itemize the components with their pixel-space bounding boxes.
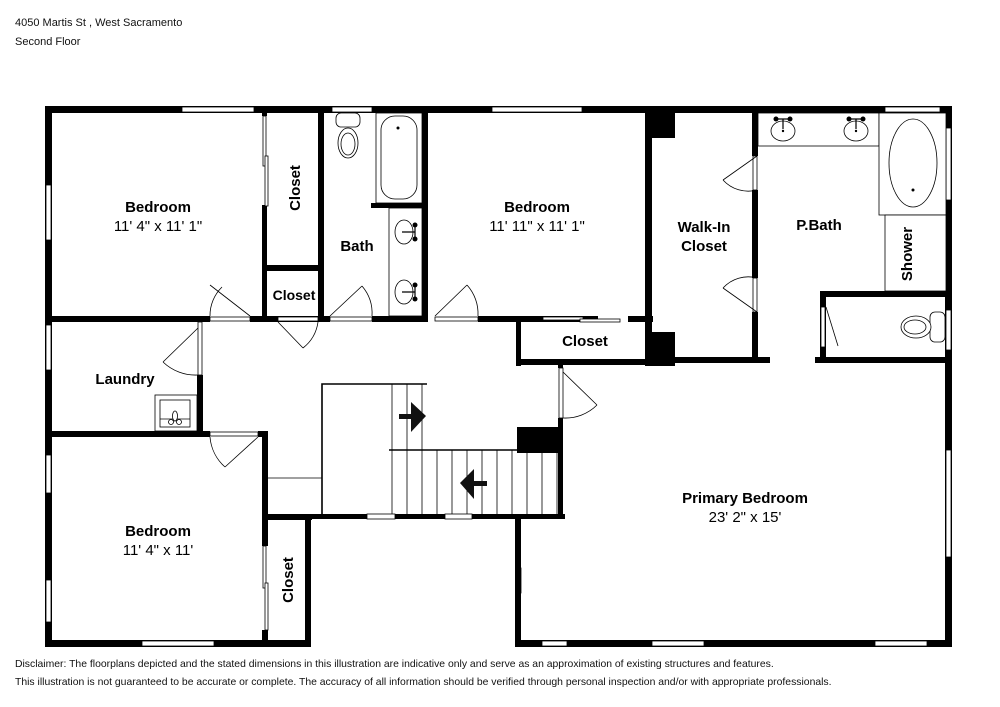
room-label-walk-in-closet: Closet <box>681 238 727 255</box>
header: 4050 Martis St , West Sacramento Second … <box>15 14 182 52</box>
room-label-bedroom-sw: Bedroom <box>125 523 191 540</box>
arrow-right-icon <box>399 402 426 432</box>
room-label-walk-in: Walk-In <box>678 219 731 236</box>
interior-walls <box>45 106 952 647</box>
disclaimer-line-2: This illustration is not guaranteed to b… <box>15 677 832 688</box>
room-label-closet-sw: Closet <box>280 557 297 603</box>
laundry-sink <box>154 394 198 432</box>
disclaimer: Disclaimer: The floorplans depicted and … <box>15 656 832 692</box>
room-label-closet-nw-small: Closet <box>273 287 316 303</box>
room-label-bedroom-nw: Bedroom <box>125 199 191 216</box>
room-label-shower: Shower <box>899 227 916 281</box>
pbath-fixtures <box>757 112 947 343</box>
outer-walls <box>45 106 952 647</box>
room-label-bedroom-n: Bedroom <box>504 199 570 216</box>
room-dimensions-bedroom-nw: 11' 4" x 11' 1" <box>114 218 202 235</box>
arrow-left-icon <box>460 469 487 499</box>
room-label-pbath: P.Bath <box>796 217 842 234</box>
room-label-closet-n: Closet <box>562 333 608 350</box>
room-label-laundry: Laundry <box>95 371 155 388</box>
room-label-bath: Bath <box>340 238 373 255</box>
windows <box>45 106 952 647</box>
bath-fixtures <box>335 112 423 317</box>
floor-name: Second Floor <box>15 36 81 48</box>
room-dimensions-primary-bedroom: 23' 2" x 15' <box>709 509 782 526</box>
room-dimensions-bedroom-sw: 11' 4" x 11' <box>123 542 194 559</box>
room-label-closet-nw-tall: Closet <box>287 165 304 211</box>
disclaimer-line-1: Disclaimer: The floorplans depicted and … <box>15 659 774 670</box>
room-label-primary-bedroom: Primary Bedroom <box>682 490 808 507</box>
room-dimensions-bedroom-n: 11' 11" x 11' 1" <box>489 218 585 235</box>
doors <box>162 115 839 631</box>
address: 4050 Martis St , West Sacramento <box>15 17 183 29</box>
